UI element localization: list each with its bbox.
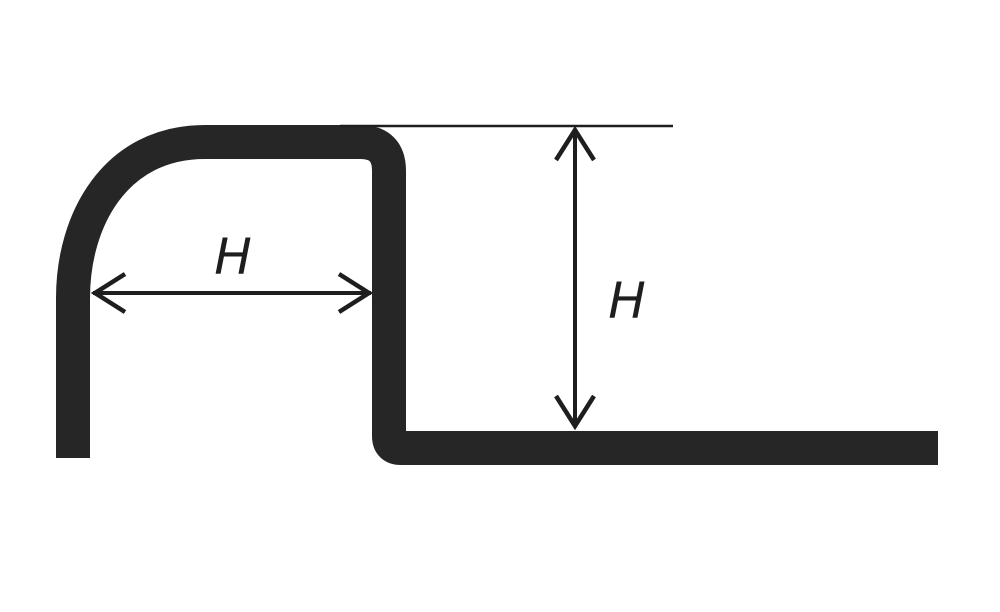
right-arrowhead-icon [337,272,374,314]
width-dimension: H [90,228,374,314]
bottom-arrowhead-icon [554,394,596,431]
height-dimension: H [554,125,646,431]
width-label: H [214,228,252,286]
left-arrowhead-icon [90,272,127,314]
top-arrowhead-icon [554,125,596,162]
height-label: H [608,272,646,330]
profile-section-outline [56,125,938,465]
